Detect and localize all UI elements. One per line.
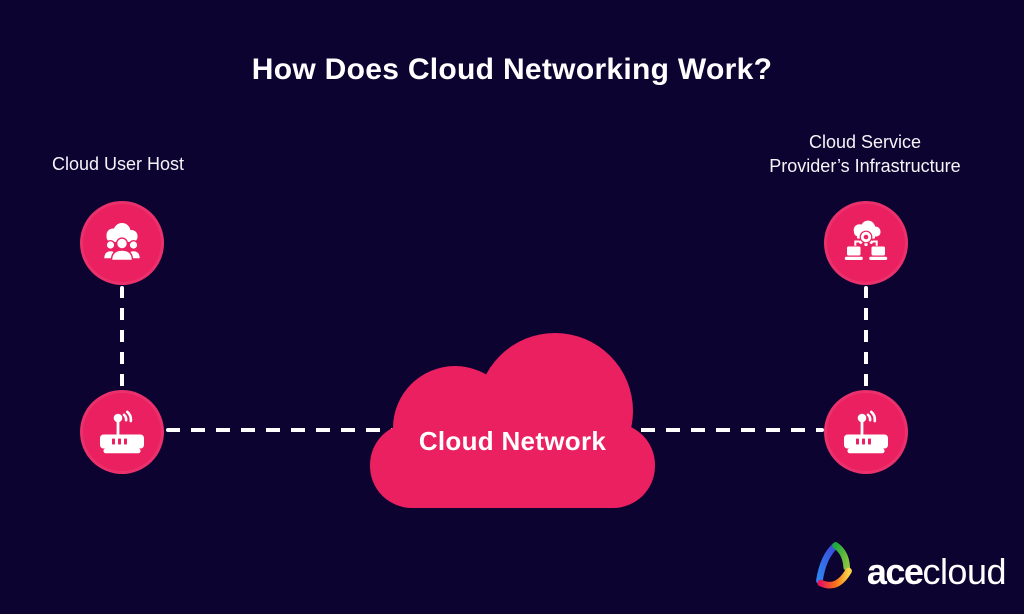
- provider-router-node: [824, 390, 908, 474]
- logo-text-cloud: cloud: [922, 551, 1006, 592]
- cloud-users-icon: [102, 223, 142, 262]
- cloud-service-provider-label: Cloud Service Provider’s Infrastructure: [714, 130, 1016, 178]
- acecloud-logo-mark-icon: [815, 542, 852, 589]
- cloud-network-shape: Cloud Network: [370, 333, 655, 508]
- acecloud-logo: acecloud: [810, 539, 1006, 590]
- right-vertical-dashed-connector: [864, 286, 868, 390]
- left-vertical-dashed-connector: [120, 286, 124, 390]
- user-router-node: [80, 390, 164, 474]
- cloud-service-provider-label-line1: Cloud Service: [808, 132, 922, 152]
- page-title: How Does Cloud Networking Work?: [251, 53, 773, 86]
- cloud-network-label: Cloud Network: [418, 426, 607, 456]
- cloud-user-host-node: [80, 201, 164, 285]
- wireless-router-icon: [844, 410, 888, 454]
- acecloud-logo-text: acecloud: [866, 551, 1007, 592]
- cloud-service-provider-label-line2: Provider’s Infrastructure: [769, 156, 961, 176]
- cloud-shape-graphic: [370, 333, 655, 508]
- logo-text-ace: ace: [866, 551, 924, 592]
- cloud-gear-laptops-icon: [844, 220, 888, 260]
- wireless-router-icon: [100, 410, 144, 454]
- cloud-provider-infrastructure-node: [824, 201, 908, 285]
- cloud-user-host-label: Cloud User Host: [52, 154, 185, 174]
